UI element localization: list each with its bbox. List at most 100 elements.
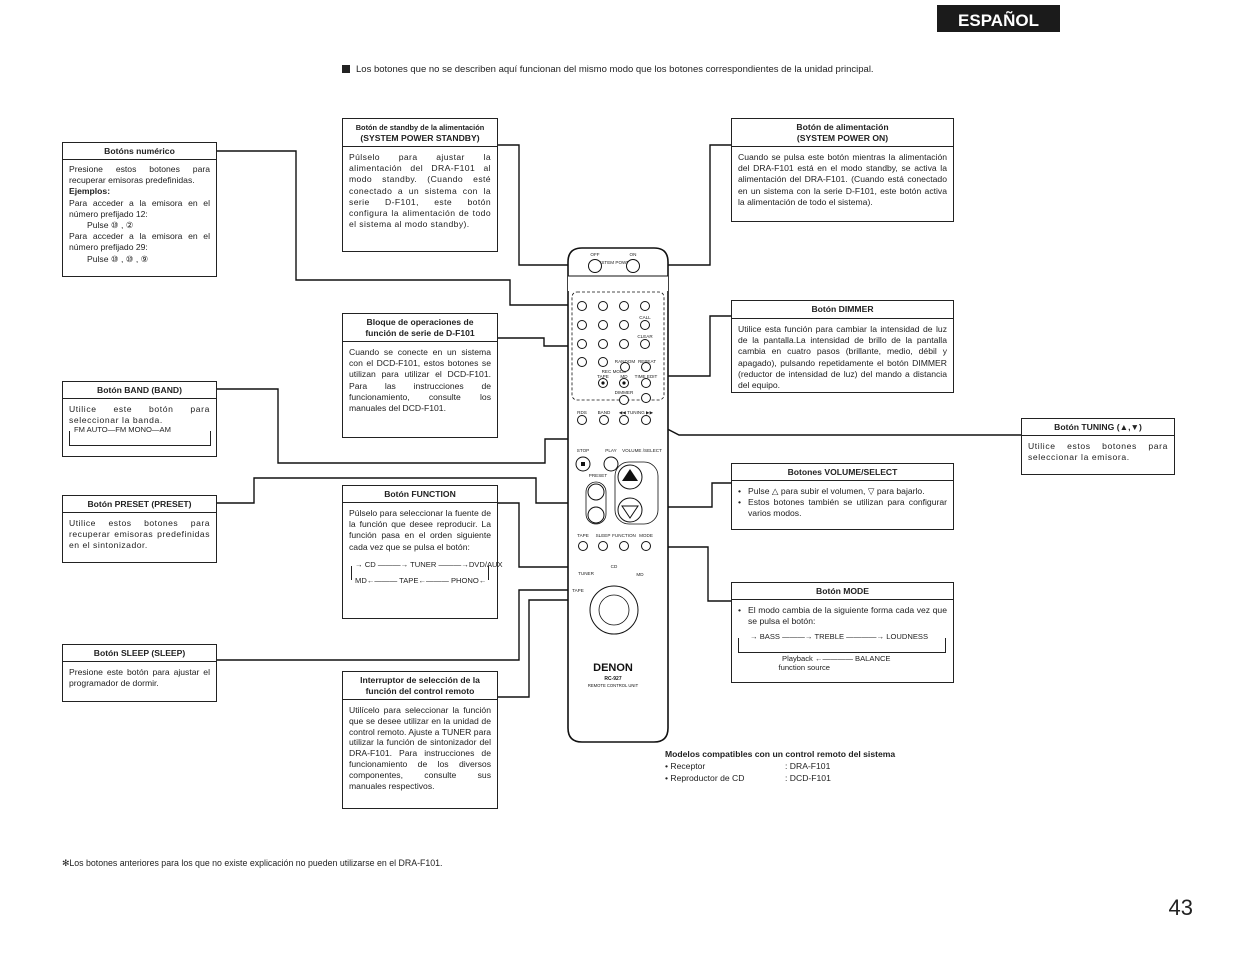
block-title-1: Bloque de operaciones de xyxy=(366,317,474,327)
function-flow-top: → CD ———→ TUNER ———→DVD/AUX xyxy=(355,560,503,569)
rds-button[interactable] xyxy=(577,415,587,425)
function-box: Botón FUNCTION Púlselo para seleccionar … xyxy=(342,485,503,619)
direct-button[interactable] xyxy=(640,301,650,311)
mode-flow: → BASS ———→ TREBLE ————→ LOUDNESS Playba… xyxy=(738,632,947,672)
power-on-title-1: Botón de alimentación xyxy=(796,122,889,132)
tuning-box: Botón TUNING (▲,▼) Utilice estos botones… xyxy=(1021,418,1175,475)
flow-function-source: function source xyxy=(778,663,831,673)
tuning-down-button[interactable] xyxy=(619,415,629,425)
repeat-button[interactable] xyxy=(641,362,651,372)
numeric-button-3[interactable] xyxy=(619,301,629,311)
system-power-off-button[interactable] xyxy=(588,259,602,273)
arrow-icon: ← xyxy=(478,575,487,585)
flow-dvd-aux: DVD/AUX xyxy=(468,559,503,569)
remote-unit-label: REMOTE CONTROL UNIT xyxy=(588,683,639,688)
numeric-button-5[interactable] xyxy=(598,320,608,330)
tuning-up-button[interactable] xyxy=(641,415,651,425)
preset-up-button[interactable] xyxy=(587,483,605,501)
numeric-button-8[interactable] xyxy=(598,339,608,349)
callout-lines xyxy=(216,144,1021,698)
sleep-box: Botón SLEEP (SLEEP) Presione este botón … xyxy=(62,644,217,702)
flow-playback: Playback xyxy=(782,654,813,664)
numeric-box-title: Botóns numérico xyxy=(63,143,216,160)
standby-box-title: Botón de standby de la alimentación (SYS… xyxy=(343,119,497,147)
compat-r1-value: : DRA-F101 xyxy=(785,761,831,771)
tape-selector-label: TAPE xyxy=(572,588,584,593)
flow-phono: PHONO xyxy=(450,575,479,585)
mode-label: MODE xyxy=(639,533,653,538)
remote-model: RC-927 xyxy=(604,676,621,682)
mode-button[interactable] xyxy=(641,541,651,551)
numeric-button-7[interactable] xyxy=(577,339,587,349)
system-power-on-button[interactable] xyxy=(626,259,640,273)
band-flow-fm-mono: FM MONO xyxy=(115,425,152,435)
intro-note: Los botones que no se describen aquí fun… xyxy=(342,64,874,75)
numeric-button-4[interactable] xyxy=(577,320,587,330)
arrow-icon: ———→ xyxy=(377,559,409,569)
standby-title-1: Botón de standby de la alimentación xyxy=(355,123,485,132)
call-button[interactable] xyxy=(640,320,650,330)
repeat-label: REPEAT xyxy=(638,359,656,364)
system-power-label: SYSTEM POWER xyxy=(595,260,633,265)
volume-down-button[interactable] xyxy=(617,497,643,523)
flow-tuner: TUNER xyxy=(410,559,437,569)
volume-select-box: Botones VOLUME/SELECT •Pulse △ para subi… xyxy=(731,463,954,530)
tuning-box-title: Botón TUNING (▲,▼) xyxy=(1022,419,1174,436)
tuning-box-body: Utilice estos botones para seleccionar l… xyxy=(1028,441,1168,463)
stop-square-icon xyxy=(581,462,585,466)
band-label: BAND xyxy=(598,410,611,415)
standby-title-2: (SYSTEM POWER STANDBY) xyxy=(360,133,480,143)
arrow-icon: → xyxy=(750,632,758,642)
preset-box-title: Botón PRESET (PRESET) xyxy=(63,496,216,513)
flow-md: MD xyxy=(355,575,367,585)
power-on-box-title: Botón de alimentación (SYSTEM POWER ON) xyxy=(732,119,953,147)
function-flow-bottom: MD←——— TAPE←——— PHONO← xyxy=(355,576,486,585)
band-flow-row: FM AUTO—FM MONO—AM xyxy=(74,425,171,435)
numeric-button-6[interactable] xyxy=(619,320,629,330)
numeric-examples: Ejemplos: xyxy=(69,186,111,197)
mode-box-title: Botón MODE xyxy=(732,583,953,600)
clear-label: CLEAR xyxy=(637,334,653,339)
arrow-icon: ←——— xyxy=(418,575,449,585)
tape-function-button[interactable] xyxy=(578,541,588,551)
sleep-button[interactable] xyxy=(598,541,608,551)
flow-bass: BASS xyxy=(759,632,780,642)
volume-bullet-2: •Estos botones también se utilizan para … xyxy=(738,497,947,519)
play-button[interactable] xyxy=(603,456,619,472)
numeric-p2: Para acceder a la emisora en el número p… xyxy=(69,197,210,219)
numeric-button-0[interactable] xyxy=(598,357,608,367)
time-edit-button[interactable] xyxy=(641,378,651,388)
numeric-button-2[interactable] xyxy=(598,301,608,311)
remote-selector-box: Interruptor de selección de la función d… xyxy=(342,671,498,809)
arrow-icon: ————→ xyxy=(846,632,885,642)
arrow-icon: → xyxy=(355,559,363,569)
compat-row-1: • Receptor: DRA-F101 xyxy=(665,760,895,772)
function-box-title: Botón FUNCTION xyxy=(343,486,497,503)
preset-down-button[interactable] xyxy=(587,506,605,524)
numeric-button-1[interactable] xyxy=(577,301,587,311)
function-button[interactable] xyxy=(619,541,629,551)
compat-r2-label: • Reproductor de CD xyxy=(665,773,745,783)
numeric-button-9[interactable] xyxy=(619,339,629,349)
intro-text: Los botones que no se describen aquí fun… xyxy=(356,64,874,75)
block-title-2: función de serie de D-F101 xyxy=(365,328,475,338)
mode-bullet-1: •El modo cambia de la siguiente forma ca… xyxy=(738,605,947,627)
band-box-body: Utilice este botón para seleccionar la b… xyxy=(69,404,210,426)
random-button[interactable] xyxy=(620,362,630,372)
dimmer-button[interactable] xyxy=(619,395,629,405)
time-panel-button[interactable] xyxy=(641,393,651,403)
on-label: ON xyxy=(630,252,637,257)
band-box: Botón BAND (BAND) Utilice este botón par… xyxy=(62,381,217,457)
dimmer-box-body: Utilice esta función para cambiar la int… xyxy=(738,324,947,391)
band-button[interactable] xyxy=(599,415,609,425)
numeric-button-10[interactable] xyxy=(577,357,587,367)
selector-title-2: función del control remoto xyxy=(365,686,475,696)
play-label: PLAY xyxy=(605,448,616,453)
call-label: CALL xyxy=(639,315,651,320)
clear-button[interactable] xyxy=(640,339,650,349)
power-on-box: Botón de alimentación (SYSTEM POWER ON) … xyxy=(731,118,954,222)
remote-selector-switch[interactable] xyxy=(589,585,639,635)
arrow-icon: ———→ xyxy=(782,632,813,642)
